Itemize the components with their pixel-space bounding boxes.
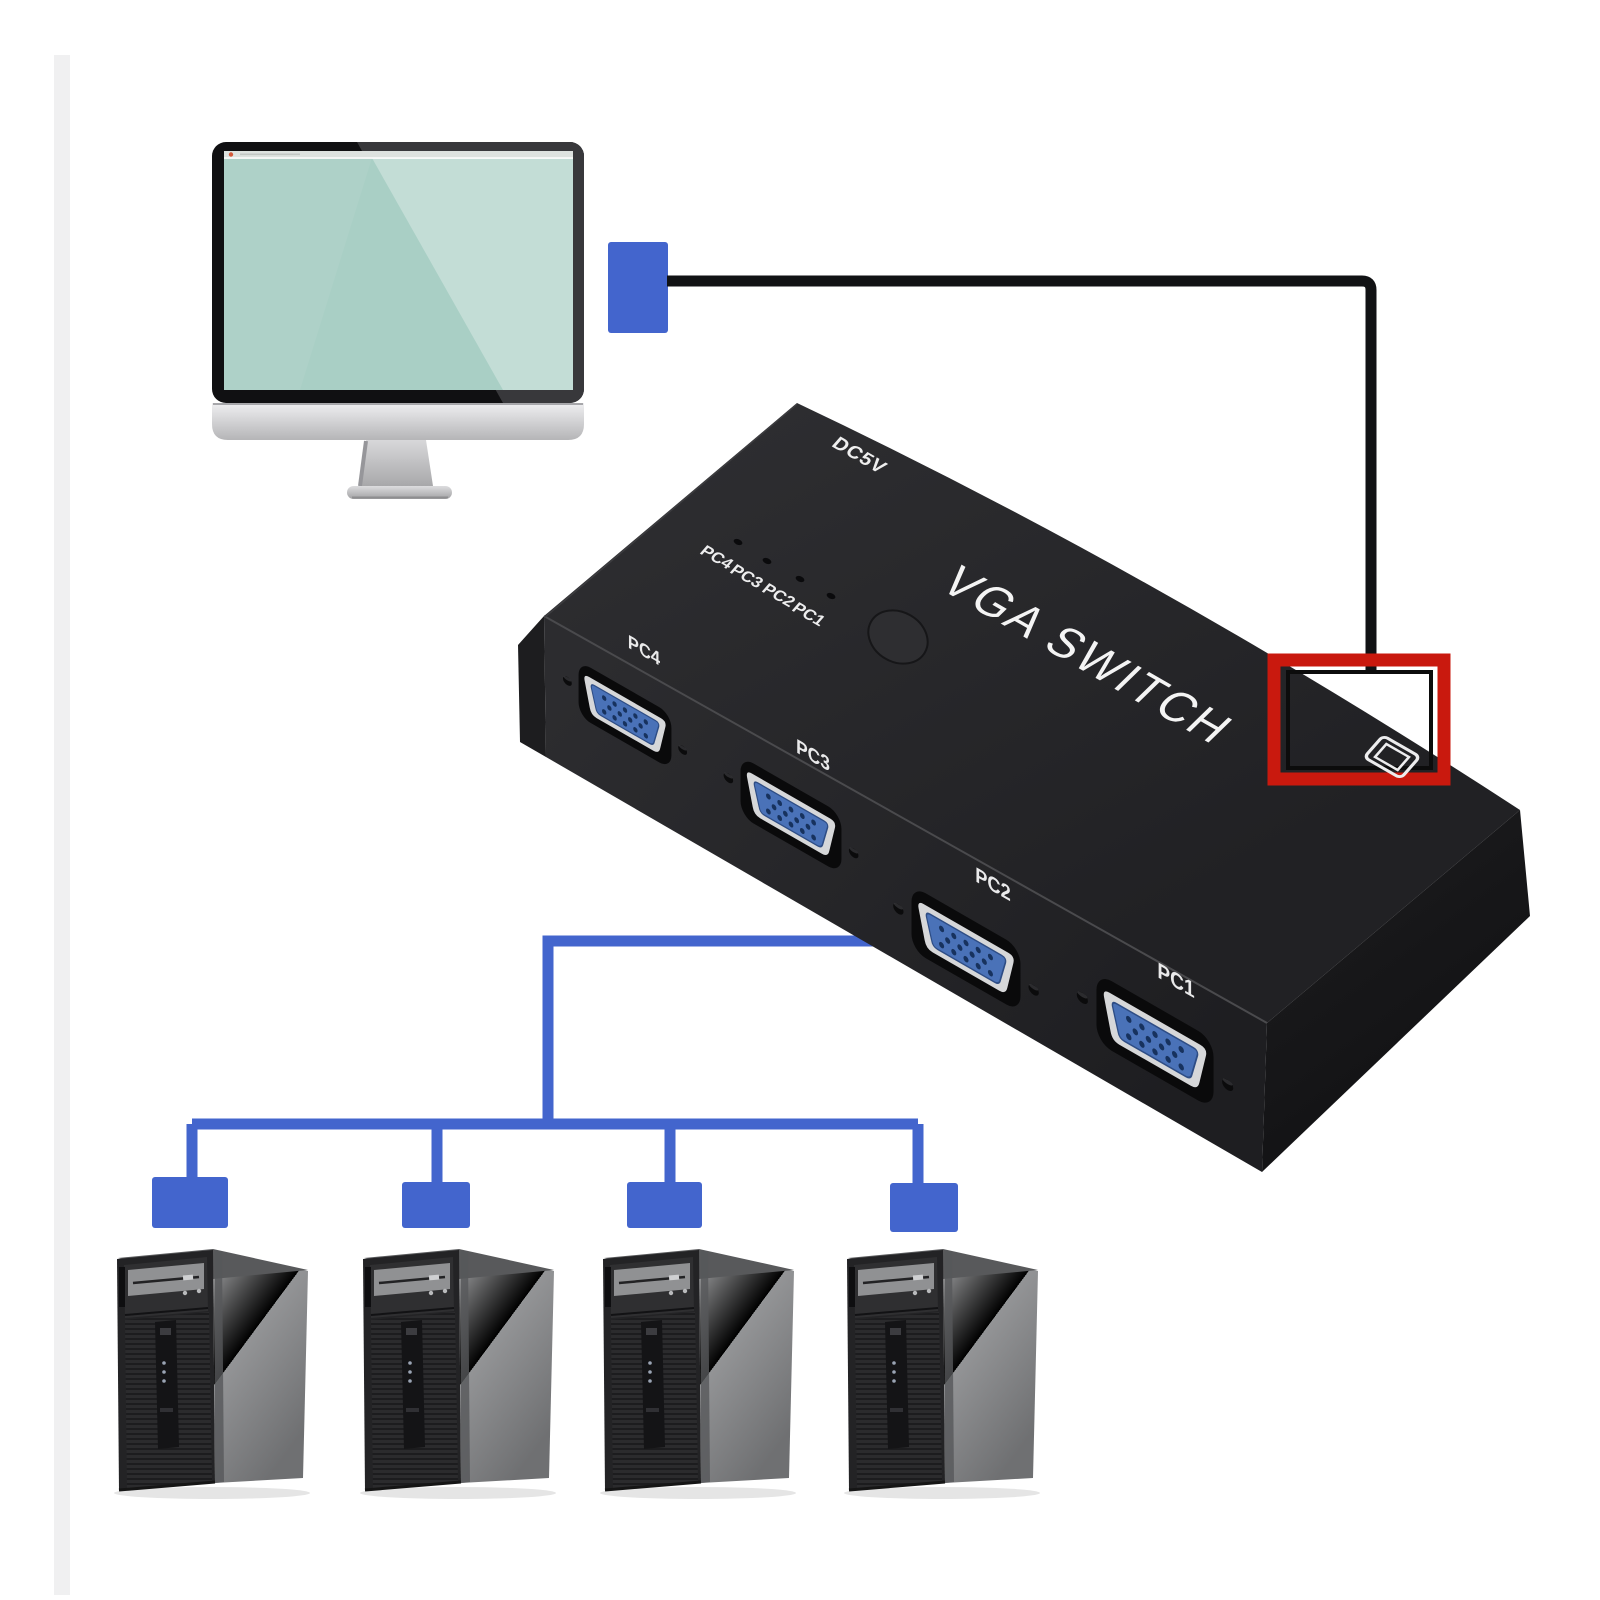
monitor-stand-base	[347, 486, 452, 499]
switch-left-edge-highlight	[544, 403, 798, 618]
led-dot-pc1	[826, 592, 836, 600]
screen-toolbar-line	[224, 157, 573, 159]
monitor-vga-plug	[608, 242, 668, 333]
output-port-highlight	[1267, 653, 1451, 786]
switch-port-face	[544, 616, 1267, 1172]
screen-toolbar-dash	[240, 153, 300, 156]
led-dot-pc2	[795, 575, 805, 583]
vga-switch-device: DC5V PC4 PC3 PC2 PC1 VGA SWITCH PC4 PC3 …	[518, 403, 1530, 1172]
pc-vga-plug-1	[152, 1177, 228, 1228]
pc-tower-4	[842, 1247, 1042, 1501]
page-edge-strip	[54, 55, 70, 1595]
switch-left-end-face	[518, 616, 546, 757]
monitor-screen	[224, 151, 573, 390]
screen-glare	[372, 158, 573, 390]
monitor	[212, 142, 584, 499]
led-dot-pc3	[762, 557, 772, 565]
switch-front-edge-highlight	[543, 615, 1268, 1024]
screen-glare-soft	[224, 158, 372, 390]
monitor-chin	[212, 403, 584, 440]
pc-wiring	[186, 935, 924, 1186]
monitor-output-icon	[1364, 736, 1420, 778]
wire-switch-riser	[542, 935, 905, 1124]
output-inner-black-frame	[1286, 670, 1433, 770]
pc-vga-plug-4	[890, 1183, 958, 1232]
screen-toolbar	[224, 151, 573, 158]
switch-top-face	[544, 403, 1520, 1023]
screen-toolbar-dot	[228, 152, 234, 157]
stand-neck-shade	[358, 440, 368, 487]
output-red-rectangle	[1267, 653, 1451, 786]
pc-tower-2	[358, 1247, 558, 1501]
monitor-cable	[667, 275, 1377, 670]
monitor-stand-neck	[359, 440, 433, 486]
pc-vga-plugs	[152, 1177, 958, 1232]
pc-tower-3	[598, 1247, 798, 1501]
switch-right-face	[1262, 810, 1530, 1172]
pc-vga-plug-3	[627, 1182, 702, 1228]
led-dot-pc4	[733, 538, 743, 546]
select-button	[867, 609, 929, 665]
pc-vga-plug-2	[402, 1182, 470, 1228]
pc-tower-1	[112, 1247, 312, 1501]
